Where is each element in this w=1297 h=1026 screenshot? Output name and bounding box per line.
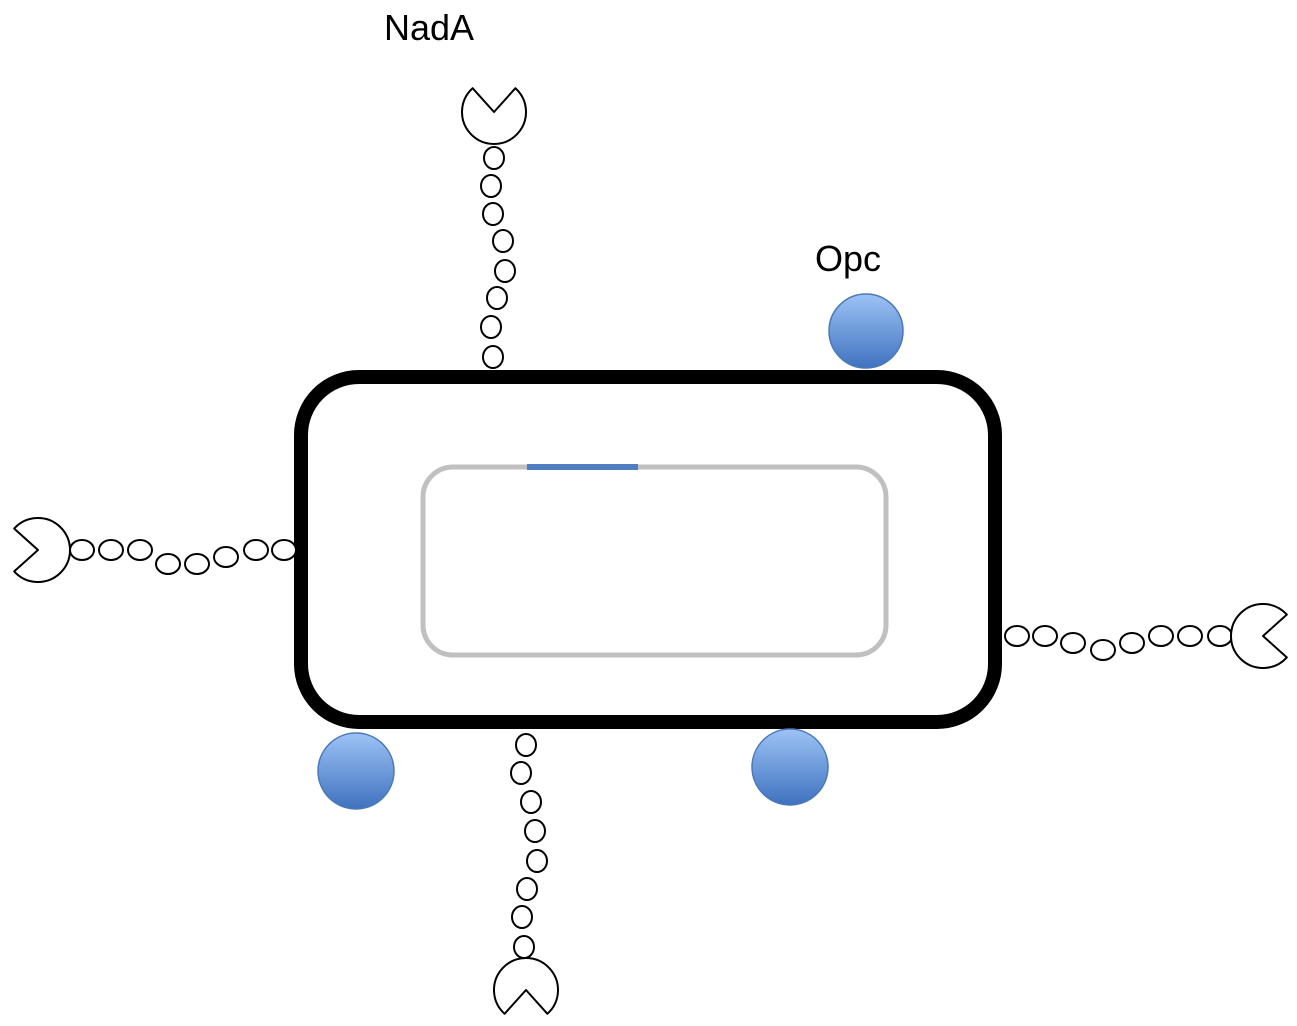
bead [516,877,538,901]
bead [492,229,514,253]
bead [127,539,153,561]
bead [511,905,533,929]
bead [515,733,537,757]
bead [480,315,502,339]
bead [526,849,548,873]
bead [524,819,546,843]
bead [155,553,181,575]
bead [494,259,516,283]
bead [1032,625,1058,647]
bead [482,202,504,226]
bead [1060,632,1086,654]
bead [520,790,542,814]
bead [486,286,508,310]
binding-head [461,87,527,145]
binding-head [1230,603,1288,669]
opc-bottom-left [317,732,395,810]
binding-head [493,957,559,1015]
bead [1148,625,1174,647]
bead [482,345,504,369]
bead [69,539,95,561]
inner-compartment [420,464,889,658]
bead [184,553,210,575]
nada-left [13,517,297,583]
bead [510,761,532,785]
binding-head [13,517,71,583]
bead [1119,632,1145,654]
bead [243,539,269,561]
bead [271,539,297,561]
opc-top [828,293,904,369]
bead [1090,639,1116,661]
nada-top [461,87,527,369]
bead [513,935,535,959]
bead [1004,625,1030,647]
bead [1207,625,1233,647]
bead [98,539,124,561]
bead [213,546,239,568]
nada-bottom [493,733,559,1015]
opc-label: Opc [815,238,881,279]
nada-right [1004,603,1288,669]
nada-label: NadA [384,7,474,48]
bead [1177,625,1203,647]
bead [480,174,502,198]
bead [483,146,505,170]
opc-bottom-right [751,728,829,806]
